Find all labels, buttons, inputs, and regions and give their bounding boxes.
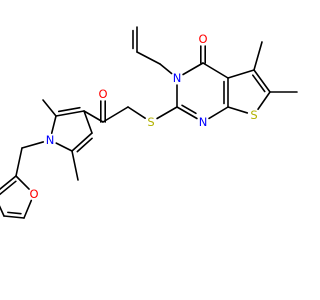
bond-c2-n1 [176, 106, 198, 120]
n-ring: N [199, 115, 208, 129]
bond-ch2-cco [102, 106, 129, 123]
bond-py2-py3 [55, 110, 85, 117]
bond-layer [0, 26, 298, 219]
bond-cco-py3 [83, 110, 104, 123]
o-furan: O [29, 187, 38, 201]
molecule-structure: O N N S S O N O [0, 26, 298, 219]
n-pyrrole: N [46, 133, 55, 147]
bond-c5-c6 [253, 69, 271, 93]
bond-n1-c7a [208, 106, 229, 120]
bond-py5-me5p [71, 150, 79, 181]
bond-f4-f3 [0, 205, 5, 217]
bond-c4-n3 [182, 62, 204, 76]
bond-s7-c7a [227, 106, 249, 114]
bond-of-f5 [23, 199, 33, 219]
bond-c4a-c4 [202, 62, 229, 79]
bond-cb-f2 [15, 147, 23, 177]
bond-py2-me2 [42, 99, 57, 117]
bond-f2-of [15, 175, 30, 190]
bond-f3-f2 [0, 175, 17, 191]
s-thiophene: S [250, 108, 257, 122]
o-ketone-ring: O [198, 32, 207, 46]
bond-py2-py3-2 [57, 106, 81, 113]
n-allyl: N [173, 71, 182, 85]
bond-f3-f2-2 [0, 180, 17, 196]
bond-py4-py5-2 [76, 137, 93, 153]
bond-n3-a1 [159, 63, 173, 75]
bond-npy-cb [21, 141, 45, 149]
bond-c5-c6-2 [252, 74, 266, 93]
bond-f5-f4 [3, 215, 25, 219]
bond-py4-py5 [71, 132, 93, 152]
bond-f5-f4-2 [7, 211, 22, 215]
bond-sth-ch2 [127, 106, 146, 119]
bond-py5-npy [55, 142, 73, 152]
atom-label-layer: O N N S S O N O [29, 32, 257, 201]
bond-c5-me5 [253, 41, 263, 71]
bond-a1-a2 [136, 51, 161, 65]
bond-npy-py2 [50, 115, 57, 135]
o-ketone-chain: O [98, 87, 107, 101]
bond-c2-sth [156, 106, 178, 120]
bond-py3-py4 [83, 110, 93, 134]
bond-c2-n1-2 [181, 104, 197, 115]
bond-c6-s7 [257, 91, 271, 111]
bond-c4a-c5 [227, 69, 255, 79]
s-thioether: S [147, 115, 154, 129]
